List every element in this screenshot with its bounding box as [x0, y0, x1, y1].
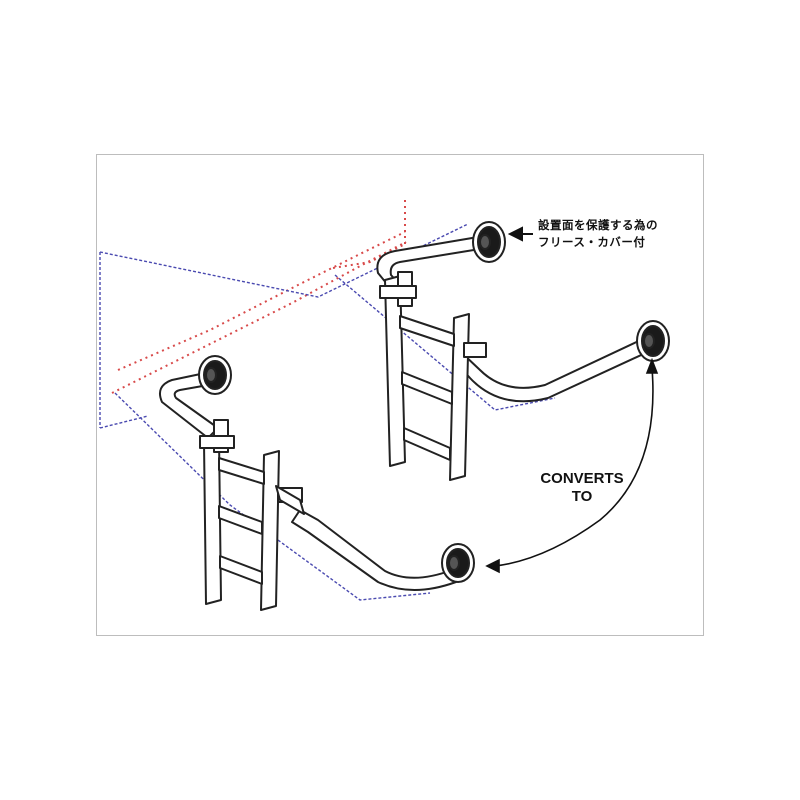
ladder-a-clamp — [463, 342, 487, 358]
converts-arrow-head-top — [645, 357, 659, 374]
hull-outline-line-4 — [332, 243, 406, 269]
ladder-a-rung — [401, 371, 453, 405]
deck-outline-lower-right — [334, 274, 556, 411]
ladder-b-mount-lower-boss — [448, 555, 460, 571]
callout-line-2: フリース・カバー付 — [538, 235, 646, 249]
hull-outline-line — [111, 241, 407, 394]
ladder-a-mount-right-boss — [643, 333, 655, 349]
deck-outline-lower-left — [114, 392, 431, 601]
ladder-a-hinge-plate — [379, 285, 417, 299]
deck-outline-top — [99, 223, 469, 298]
hull-outline-line-2 — [117, 231, 406, 371]
converts-arrow-head-bottom — [485, 558, 500, 574]
ladder-a-side-rail — [453, 337, 653, 403]
ladder-a-mount-top-boss — [479, 234, 491, 250]
ladder-b-hinge-plate — [199, 435, 235, 449]
ladder-b-rung — [218, 457, 265, 485]
ladder-a-mount-right — [636, 320, 670, 362]
ladder-b-clamp-link — [275, 485, 305, 515]
ladder-a-rung — [403, 427, 451, 461]
converts-to-label: CONVERTS TO — [527, 470, 637, 506]
callout-arrow-head — [507, 226, 523, 242]
ladder-b-lower-rail — [291, 509, 457, 591]
ladder-b-right-rail — [260, 450, 280, 611]
converts-label-line-1: CONVERTS — [540, 470, 624, 487]
deck-outline — [99, 223, 556, 601]
ladder-b — [159, 371, 457, 611]
ladder-b-rung — [219, 555, 263, 585]
ladder-a — [376, 235, 653, 481]
callout-line-1: 設置面を保護する為の — [538, 218, 658, 232]
ladder-a-rung — [399, 315, 455, 347]
hull-outline — [111, 200, 407, 394]
ladder-b-mount-top-boss — [205, 367, 217, 383]
converts-arrow-curve — [494, 367, 654, 567]
converts-arrow — [485, 357, 659, 574]
figure-frame — [96, 154, 704, 636]
fleece-cover-callout: 設置面を保護する為の フリース・カバー付 — [538, 217, 658, 251]
ladder-a-mount-top — [472, 221, 506, 263]
callout-arrow — [507, 226, 533, 242]
ladder-b-mount-lower — [441, 543, 475, 583]
ladder-b-rung — [218, 505, 263, 535]
converts-label-line-2: TO — [571, 488, 593, 505]
ladder-b-mount-top — [198, 355, 232, 395]
